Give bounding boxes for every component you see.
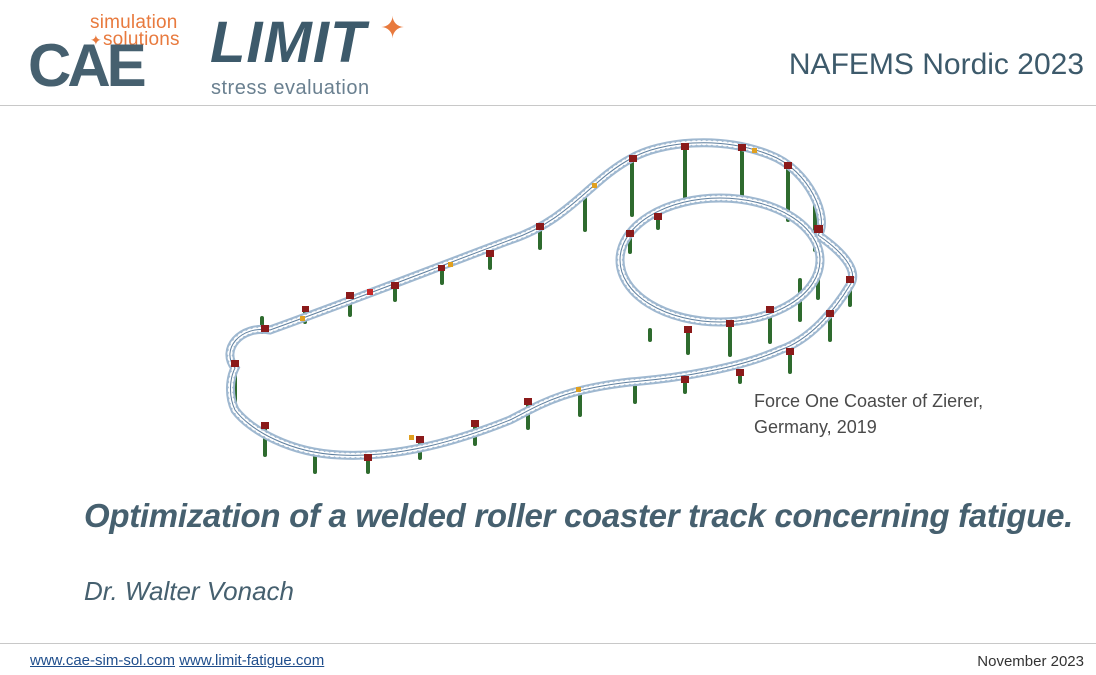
limit-logo: LIMIT ✦ stress evaluation (210, 14, 410, 102)
slide-title: Optimization of a welded roller coaster … (84, 497, 1074, 534)
track-joints (231, 143, 854, 461)
limit-logo-tagline: stress evaluation (211, 77, 370, 99)
link-limit-fatigue[interactable]: www.limit-fatigue.com (179, 652, 325, 669)
roller-coaster-track-image (225, 138, 858, 474)
star-icon: ✦ (380, 12, 406, 45)
link-cae-sim-sol[interactable]: www.cae-sim-sol.com (30, 652, 176, 669)
author-name: Dr. Walter Vonach (84, 576, 295, 606)
figure-caption: Force One Coaster of Zierer, Germany, 20… (754, 388, 983, 440)
footer-date: November 2023 (977, 653, 1084, 670)
caption-line: Germany, 2019 (754, 417, 877, 437)
caption-line: Force One Coaster of Zierer, (754, 391, 984, 411)
cae-logo-wordmark: CAE (28, 32, 147, 99)
cae-logo-tagline-2: ✦solutions (90, 29, 180, 50)
limit-logo-wordmark: LIMIT (210, 10, 367, 75)
cae-logo: simulation ✦solutions CAE (28, 10, 180, 100)
star-icon: ✦ (90, 32, 102, 48)
event-title: NAFEMS Nordic 2023 (788, 48, 1084, 81)
header-divider (0, 105, 1096, 106)
footer-links: www.cae-sim-sol.com www.limit-fatigue.co… (30, 652, 324, 669)
footer-divider (0, 643, 1096, 644)
cae-logo-tagline-1: simulation (90, 12, 178, 33)
